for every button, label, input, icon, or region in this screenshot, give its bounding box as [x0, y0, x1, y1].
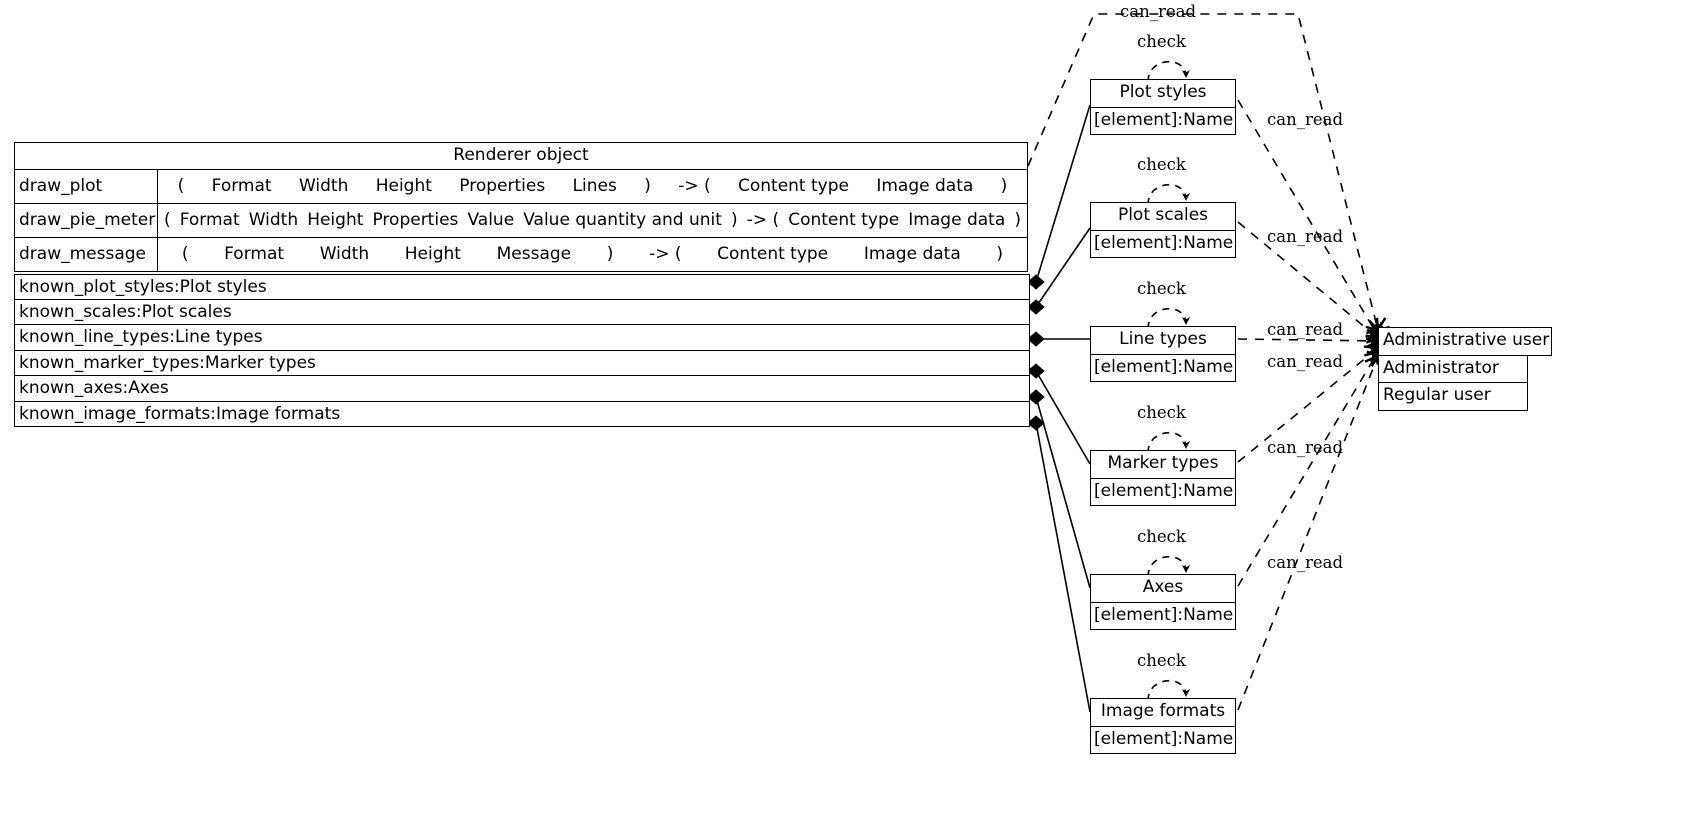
param: Width: [298, 175, 349, 196]
element-title: Image formats: [1091, 699, 1235, 727]
paren-close: ): [1014, 209, 1021, 230]
param: Properties: [459, 175, 546, 196]
return-value: Content type: [788, 209, 900, 230]
paren-open: (: [181, 243, 189, 264]
returns-arrow: -> (: [746, 209, 780, 230]
returns-arrow: -> (: [649, 243, 682, 264]
edge-label-check: check: [1137, 155, 1186, 174]
method-name: draw_message: [15, 237, 158, 271]
actor-box-administrative-user: Administrative user Administrator Regula…: [1378, 327, 1552, 411]
element-title: Axes: [1091, 575, 1235, 603]
element-box-plot-styles: Plot styles [element]:Name: [1090, 79, 1236, 136]
element-box-line-types: Line types [element]:Name: [1090, 326, 1236, 383]
param: Lines: [572, 175, 617, 196]
param: Properties: [372, 209, 459, 230]
edge-label-check: check: [1137, 403, 1186, 422]
edge-label-can-read: can_read: [1267, 553, 1344, 572]
edge-label-check: check: [1137, 32, 1186, 51]
paren-close: ): [731, 209, 738, 230]
param: Width: [319, 243, 370, 264]
renderer-attributes: known_plot_styles:Plot styles known_scal…: [14, 274, 1030, 427]
actor-title: Administrative user: [1378, 327, 1552, 356]
actor-role: Administrator: [1378, 355, 1528, 384]
element-title: Plot scales: [1091, 203, 1235, 231]
element-attribute: [element]:Name: [1094, 232, 1234, 253]
return-value: Image data: [908, 209, 1006, 230]
composition-diamonds: [1027, 274, 1045, 431]
edge-label-can-read: can_read: [1267, 110, 1344, 129]
paren-close: ): [1000, 175, 1008, 196]
paren-close: ): [606, 243, 614, 264]
element-box-marker-types: Marker types [element]:Name: [1090, 450, 1236, 507]
param: Format: [224, 243, 285, 264]
edge-label-can-read: can_read: [1267, 227, 1344, 246]
actor-role: Regular user: [1378, 383, 1528, 411]
edge-label-can-read: can_read: [1267, 352, 1344, 371]
element-attribute: [element]:Name: [1094, 109, 1234, 130]
element-attribute: [element]:Name: [1094, 604, 1234, 625]
element-box-plot-scales: Plot scales [element]:Name: [1090, 202, 1236, 259]
renderer-class-box: Renderer object draw_plot ( Format Width…: [14, 142, 1028, 272]
return-value: Image data: [863, 243, 961, 264]
method-row-draw-pie-meter: draw_pie_meter ( Format Width Height Pro…: [15, 203, 1027, 238]
edge-label-check: check: [1137, 651, 1186, 670]
element-attribute: [element]:Name: [1094, 728, 1234, 749]
returns-arrow: -> (: [678, 175, 711, 196]
param: Value quantity and unit: [523, 209, 722, 230]
param: Value: [467, 209, 515, 230]
edge-label-can-read: can_read: [1120, 2, 1197, 21]
element-box-image-formats: Image formats [element]:Name: [1090, 698, 1236, 755]
param: Format: [211, 175, 272, 196]
composition-edges: [1035, 104, 1091, 713]
param: Format: [179, 209, 240, 230]
edge-label-check: check: [1137, 527, 1186, 546]
attribute-row: known_marker_types:Marker types: [14, 350, 1030, 376]
method-signature: ( Format Width Height Properties Lines )…: [158, 170, 1027, 203]
param: Height: [375, 175, 432, 196]
attribute-row: known_plot_styles:Plot styles: [14, 274, 1030, 300]
method-row-draw-plot: draw_plot ( Format Width Height Properti…: [15, 169, 1027, 204]
edge-label-can-read: can_read: [1267, 438, 1344, 457]
element-attribute: [element]:Name: [1094, 356, 1234, 377]
element-title: Marker types: [1091, 451, 1235, 479]
attribute-row: known_image_formats:Image formats: [14, 401, 1030, 427]
return-value: Image data: [876, 175, 974, 196]
attribute-row: known_scales:Plot scales: [14, 299, 1030, 325]
paren-close: ): [644, 175, 651, 196]
paren-open: (: [164, 209, 171, 230]
method-name: draw_plot: [15, 169, 158, 203]
return-value: Content type: [737, 175, 849, 196]
paren-close: ): [996, 243, 1004, 264]
param: Height: [404, 243, 461, 264]
param: Message: [496, 243, 572, 264]
method-name: draw_pie_meter: [15, 203, 158, 237]
element-box-axes: Axes [element]:Name: [1090, 574, 1236, 631]
param: Width: [248, 209, 299, 230]
edge-label-check: check: [1137, 279, 1186, 298]
renderer-title: Renderer object: [15, 143, 1027, 170]
return-value: Content type: [717, 243, 829, 264]
param: Height: [307, 209, 364, 230]
element-title: Plot styles: [1091, 80, 1235, 108]
attribute-row: known_axes:Axes: [14, 376, 1030, 402]
edge-label-can-read: can_read: [1267, 320, 1344, 339]
paren-open: (: [177, 175, 185, 196]
element-attribute: [element]:Name: [1094, 480, 1234, 501]
attribute-row: known_line_types:Line types: [14, 325, 1030, 351]
method-signature: ( Format Width Height Properties Value V…: [158, 204, 1027, 237]
element-title: Line types: [1091, 327, 1235, 355]
method-row-draw-message: draw_message ( Format Width Height Messa…: [15, 237, 1027, 271]
method-signature: ( Format Width Height Message ) -> ( Con…: [158, 238, 1027, 271]
